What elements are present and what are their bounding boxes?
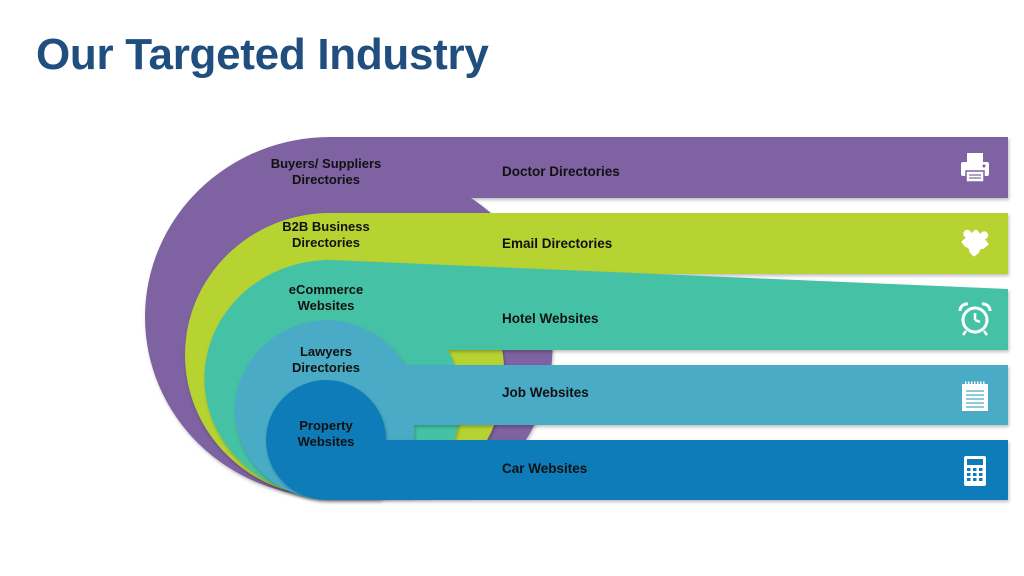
ring-label-1: Buyers/ Suppliers Directories [270, 156, 382, 187]
calculator-icon [964, 456, 986, 486]
band-label-5: Car Websites [502, 461, 588, 476]
ring-label-5: Property Websites [297, 418, 355, 449]
notepad-icon [962, 381, 988, 411]
page-title: Our Targeted Industry [36, 30, 489, 79]
ring-5 [266, 380, 1008, 500]
band-label-4: Job Websites [502, 385, 589, 400]
ring-label-2: B2B Business Directories [282, 219, 370, 250]
band-label-2: Email Directories [502, 236, 613, 251]
band-label-3: Hotel Websites [502, 311, 599, 326]
ring-label-3: eCommerce Websites [288, 282, 364, 313]
alarm-clock-icon [958, 302, 992, 336]
ring-label-4: Lawyers Directories [292, 344, 360, 375]
puzzle-icon [961, 229, 989, 257]
ring-4 [235, 320, 1008, 500]
printer-icon [961, 153, 989, 183]
band-label-1: Doctor Directories [502, 164, 620, 179]
